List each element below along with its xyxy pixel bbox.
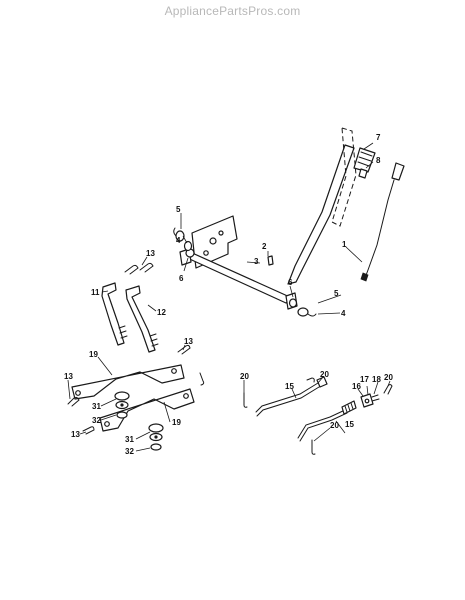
mounting-bracket bbox=[191, 215, 238, 269]
bushing-upper bbox=[183, 240, 193, 252]
drop-link-right bbox=[125, 285, 159, 353]
callout-32-lower: 32 bbox=[125, 447, 134, 456]
callout-13-right: 13 bbox=[184, 337, 193, 346]
callout-6-upper: 6 bbox=[179, 274, 184, 283]
handle-knob bbox=[358, 168, 368, 179]
callout-20-bottom: 20 bbox=[330, 421, 339, 430]
lift-rod bbox=[360, 162, 405, 282]
washer-lower bbox=[297, 307, 317, 317]
leader-lines bbox=[67, 142, 391, 452]
hub-stack-upper bbox=[114, 391, 130, 419]
lift-lever bbox=[287, 127, 357, 285]
callout-4-lower: 4 bbox=[341, 309, 346, 318]
callout-13-bottom: 13 bbox=[71, 430, 80, 439]
callout-17: 17 bbox=[360, 375, 369, 384]
clip-assembly-right bbox=[360, 384, 393, 408]
callout-2: 3 bbox=[254, 257, 259, 266]
lift-shaft bbox=[179, 248, 298, 310]
callout-4-upper: 4 bbox=[176, 236, 181, 245]
callout-32-upper: 32 bbox=[92, 416, 101, 425]
bushing-lower bbox=[288, 298, 298, 308]
callout-6-lower: 6 bbox=[288, 278, 293, 287]
callout-19-lower: 19 bbox=[172, 418, 181, 427]
watermark-text: AppliancePartsPros.com bbox=[164, 4, 301, 18]
callout-15-lower: 15 bbox=[345, 420, 354, 429]
callout-7: 7 bbox=[376, 133, 381, 142]
callout-8: 8 bbox=[376, 156, 381, 165]
callout-5-lower: 5 bbox=[334, 289, 339, 298]
callout-18: 18 bbox=[372, 375, 381, 384]
callout-1: 1 bbox=[342, 240, 347, 249]
callout-20-left: 20 bbox=[240, 372, 249, 381]
callout-16: 16 bbox=[352, 382, 361, 391]
callout-15-upper: 15 bbox=[285, 382, 294, 391]
adjustment-rod-lower bbox=[297, 400, 357, 442]
handle-grip bbox=[353, 147, 376, 173]
callout-3: 2 bbox=[262, 242, 267, 251]
callout-31-lower: 31 bbox=[125, 435, 134, 444]
callout-31-upper: 31 bbox=[92, 402, 101, 411]
drop-link-left bbox=[101, 282, 128, 346]
callout-19-upper: 19 bbox=[89, 350, 98, 359]
clevis-pins bbox=[67, 344, 205, 435]
callout-20-right: 20 bbox=[384, 373, 393, 382]
callout-5-upper: 5 bbox=[176, 205, 181, 214]
callouts: 7 8 1 2 3 5 4 6 6 5 4 13 11 12 13 19 13 … bbox=[64, 133, 393, 456]
hub-stack-lower bbox=[148, 423, 164, 451]
hairpin-clips-upper bbox=[124, 262, 154, 275]
adjustment-rod-upper bbox=[255, 376, 328, 417]
spring-clips-20 bbox=[243, 377, 316, 455]
bolt-3 bbox=[267, 255, 274, 266]
callout-13-top: 13 bbox=[146, 249, 155, 258]
callout-20-top: 20 bbox=[320, 370, 329, 379]
lift-arm-lower bbox=[99, 388, 195, 432]
callout-12: 12 bbox=[157, 308, 166, 317]
lift-arm-upper bbox=[71, 364, 185, 400]
callout-11: 11 bbox=[91, 288, 100, 297]
callout-13-left: 13 bbox=[64, 372, 73, 381]
washer-upper bbox=[173, 227, 185, 242]
